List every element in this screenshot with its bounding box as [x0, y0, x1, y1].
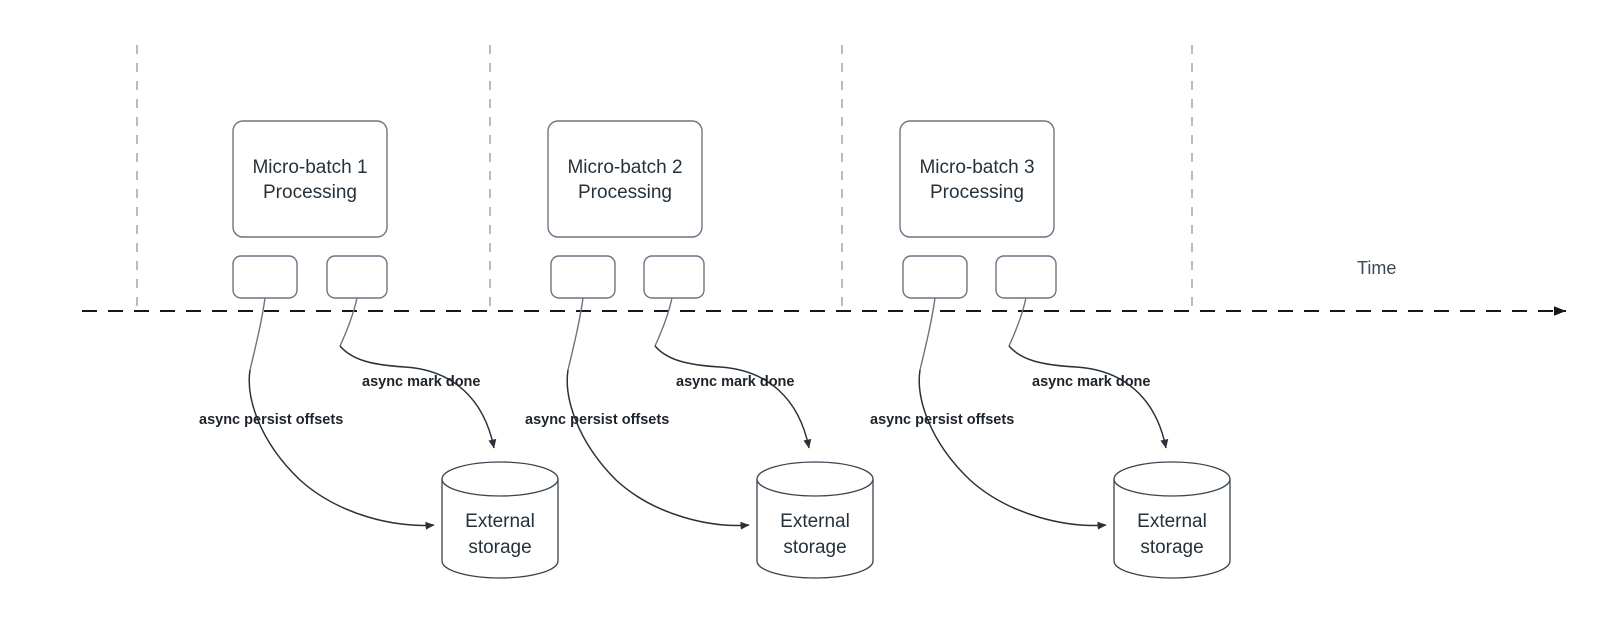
micro-batch-3-label-line2: Processing	[930, 182, 1024, 203]
group-2-persist-stub	[567, 297, 584, 371]
group-1-storage-label-line1: External	[465, 511, 535, 532]
micro-batch-1-box[interactable]	[232, 120, 388, 238]
micro-batch-2-label-line2: Processing	[578, 182, 672, 203]
group-2-task-box-right[interactable]	[643, 255, 705, 299]
micro-batch-3-box[interactable]	[899, 120, 1055, 238]
group-1-mark-done-edge	[339, 345, 497, 449]
group-1-task-box-right[interactable]	[326, 255, 388, 299]
group-1-mark-done-label: async mark done	[362, 374, 480, 390]
group-1-task-box-left[interactable]	[232, 255, 298, 299]
micro-batch-1-label-line2: Processing	[263, 182, 357, 203]
group-2-persist-offsets-label: async persist offsets	[525, 412, 669, 428]
time-axis-label: Time	[1357, 258, 1396, 278]
group-1-storage-label-line2: storage	[468, 537, 531, 558]
group-3-mark-done-label: async mark done	[1032, 374, 1150, 390]
group-2-mark-done-label: async mark done	[676, 374, 794, 390]
micro-batch-3-label-line1: Micro-batch 3	[919, 157, 1034, 178]
group-2-persist-offsets-edge	[566, 369, 750, 530]
separator-group	[136, 45, 1193, 311]
group-3-storage-label-line1: External	[1137, 511, 1207, 532]
group-3-task-box-left[interactable]	[902, 255, 968, 299]
micro-batch-group-1: Micro-batch 1 Processing External storag…	[199, 120, 559, 579]
micro-batch-group-3: Micro-batch 3 Processing External storag…	[870, 120, 1231, 579]
group-3-storage-label-line2: storage	[1140, 537, 1203, 558]
group-1-markdone-stub	[339, 297, 358, 347]
micro-batch-1-label-line1: Micro-batch 1	[252, 157, 367, 178]
group-3-persist-offsets-label: async persist offsets	[870, 412, 1014, 428]
group-1-persist-offsets-label: async persist offsets	[199, 412, 343, 428]
group-2-storage-label-line2: storage	[783, 537, 846, 558]
group-3-external-storage[interactable]: External storage	[1113, 461, 1231, 579]
group-2-markdone-stub	[654, 297, 673, 347]
micro-batch-2-label-line1: Micro-batch 2	[567, 157, 682, 178]
group-3-mark-done-edge	[1008, 345, 1169, 449]
group-1-persist-stub	[249, 297, 266, 371]
group-3-task-box-right[interactable]	[995, 255, 1057, 299]
group-3-persist-stub	[919, 297, 936, 371]
group-2-external-storage[interactable]: External storage	[756, 461, 874, 579]
group-1-external-storage[interactable]: External storage	[441, 461, 559, 579]
group-3-markdone-stub	[1008, 297, 1027, 347]
group-3-persist-offsets-edge	[918, 369, 1107, 530]
group-2-storage-label-line1: External	[780, 511, 850, 532]
group-2-mark-done-edge	[654, 345, 812, 449]
micro-batch-2-box[interactable]	[547, 120, 703, 238]
group-2-task-box-left[interactable]	[550, 255, 616, 299]
micro-batch-group-2: Micro-batch 2 Processing External storag…	[525, 120, 874, 579]
group-1-persist-offsets-edge	[248, 369, 435, 530]
